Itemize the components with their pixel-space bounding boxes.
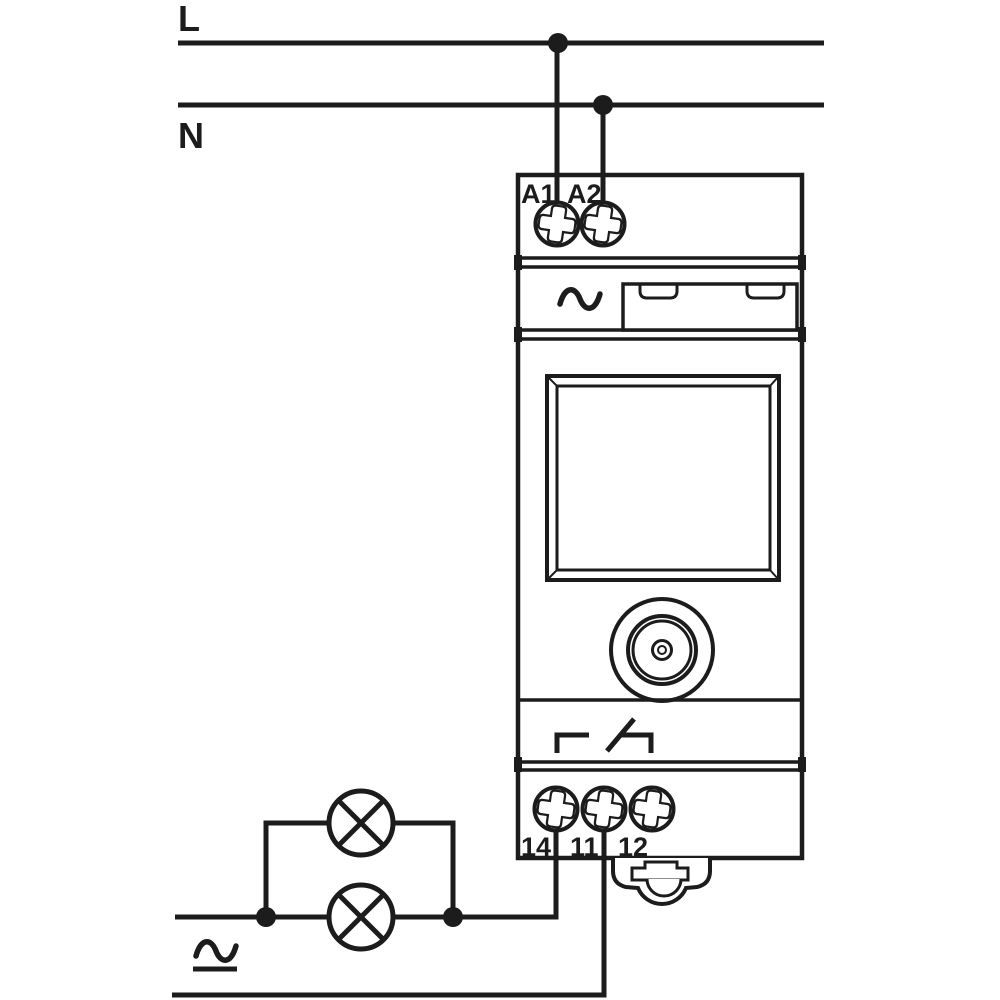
- terminal-label-12: 12: [618, 832, 648, 862]
- label-neutral-N: N: [178, 115, 204, 156]
- relay-contact-symbol: [554, 717, 654, 753]
- terminal-label-14: 14: [521, 832, 551, 862]
- display-window: [545, 374, 781, 582]
- clip-latch: [630, 860, 690, 882]
- label-window: [621, 282, 799, 332]
- supply-rails: L N: [178, 0, 824, 156]
- knob-center-hub: [651, 639, 673, 661]
- din-rail-device: [514, 172, 806, 861]
- label-window-notch: [638, 285, 679, 300]
- knob-inner-ring: [631, 619, 693, 681]
- junction-dot-N: [593, 95, 613, 115]
- knob-center-dot: [657, 645, 667, 655]
- wire-lamp-branch-left: [263, 820, 329, 917]
- din-rail-clip: [611, 858, 712, 906]
- contact-fixed-14: [554, 732, 589, 753]
- knob-mid-ring: [626, 614, 698, 686]
- display-screen: [555, 384, 772, 572]
- label-window-notch: [745, 285, 786, 300]
- wire-lamp-branch-right: [393, 820, 456, 917]
- lamp-icon-upper: [329, 791, 393, 855]
- wiring: [172, 43, 607, 998]
- terminal-label-11: 11: [570, 832, 599, 862]
- ac-source-symbol: [193, 942, 237, 972]
- junction-dot-lamp-right: [443, 907, 463, 927]
- screw-terminal-14: [532, 785, 580, 833]
- terminal-label-A2: A2: [567, 179, 602, 209]
- display-bevel-lines: [546, 375, 780, 581]
- junction-dot-L: [548, 33, 568, 53]
- screw-terminal-11: [580, 785, 628, 833]
- screw-terminal-12: [628, 785, 676, 833]
- terminal-label-A1: A1: [521, 179, 556, 209]
- rotary-knob: [609, 597, 715, 703]
- label-line-L: L: [178, 0, 200, 39]
- junction-dot-lamp-left: [256, 907, 276, 927]
- contact-moving-arm: [605, 717, 636, 753]
- ac-waveform-icon: [196, 942, 236, 960]
- lamp-icon-lower: [329, 885, 393, 949]
- wire-11-to-source: [172, 830, 607, 998]
- contact-fixed-12: [621, 732, 654, 753]
- case-profile-notches: [514, 255, 806, 772]
- clip-arc: [645, 878, 683, 898]
